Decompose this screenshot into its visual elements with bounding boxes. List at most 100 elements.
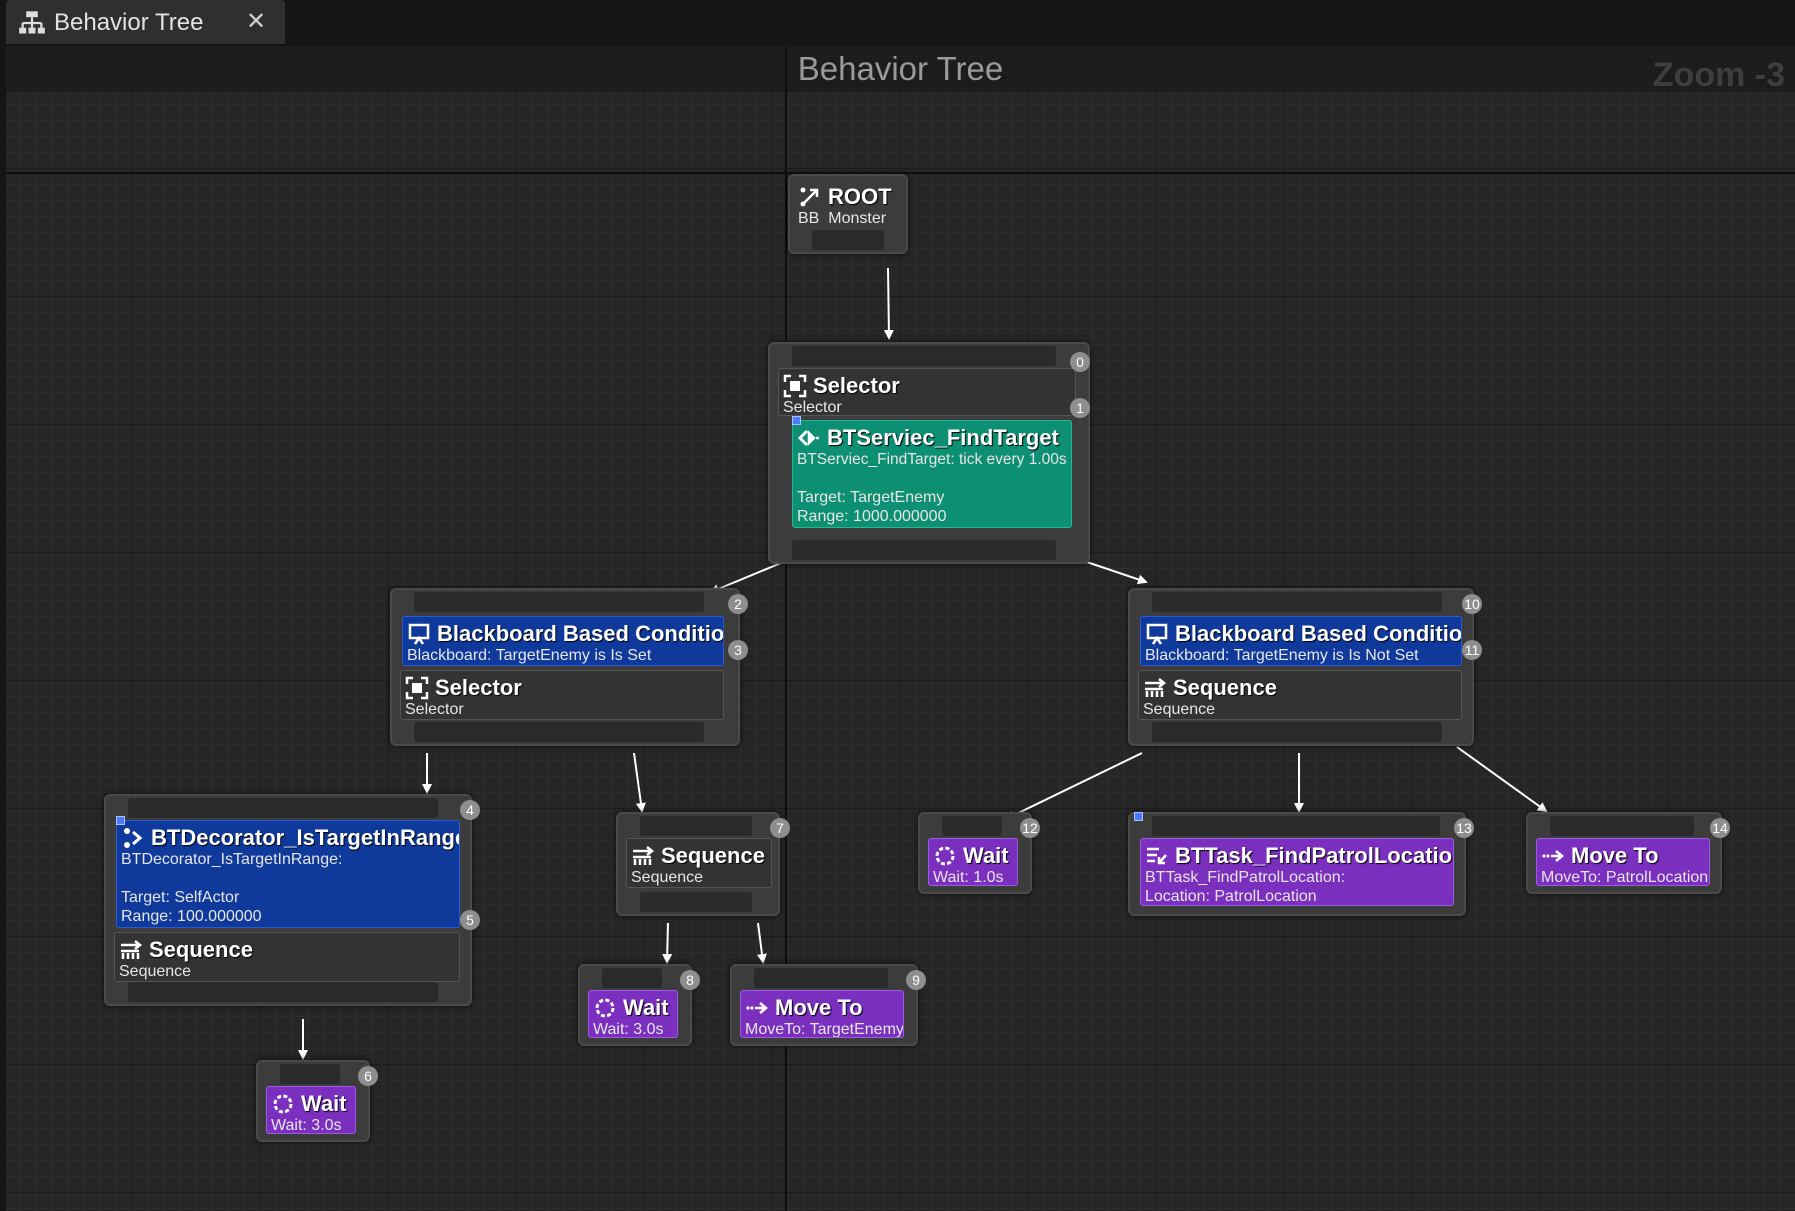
service-icon <box>797 426 821 450</box>
input-pin[interactable] <box>1152 816 1440 836</box>
breakpoint-marker <box>116 816 125 825</box>
wait-node-8[interactable]: Wait Wait: 3.0s 8 <box>578 964 700 1046</box>
decorator-icon <box>121 826 145 850</box>
sequence-mid-node[interactable]: Sequence Sequence 7 <box>616 812 790 916</box>
moveto-node-9[interactable]: Move To MoveTo: TargetEnemy 9 <box>730 964 926 1046</box>
wire-selector-bbset <box>709 562 782 594</box>
wait-node-6[interactable]: Wait Wait: 3.0s 6 <box>256 1060 378 1142</box>
node-subtitle: Wait: 1.0s <box>933 869 1004 886</box>
node-subtitle: Wait: 3.0s <box>271 1117 342 1134</box>
tab-title: Behavior Tree <box>54 9 204 36</box>
input-pin[interactable] <box>414 592 704 612</box>
input-pin[interactable] <box>128 798 438 818</box>
behavior-tree-icon <box>18 9 46 37</box>
service-range: Range: 1000.000000 <box>797 508 947 525</box>
root-node[interactable]: ROOT BB_Monster <box>788 174 908 254</box>
execution-index: 6 <box>358 1066 378 1086</box>
tab-behavior-tree[interactable]: Behavior Tree ✕ <box>6 0 285 44</box>
task-icon <box>1145 844 1169 868</box>
task-location: Location: PatrolLocation <box>1145 888 1317 905</box>
decorator-description: BTDecorator_IsTargetInRange: <box>121 851 343 868</box>
output-pin[interactable] <box>812 230 884 250</box>
moveto-icon <box>745 996 769 1020</box>
task-description: BTTask_FindPatrolLocation: <box>1145 869 1346 886</box>
output-pin[interactable] <box>640 892 752 912</box>
output-pin[interactable] <box>792 540 1056 560</box>
input-pin[interactable] <box>602 968 662 988</box>
service-find-target[interactable]: BTServiec_FindTarget BTServiec_FindTarge… <box>792 420 1072 528</box>
service-target: Target: TargetEnemy <box>797 489 945 506</box>
sequence-icon <box>1143 676 1167 700</box>
wire-right-wait12 <box>1004 752 1143 821</box>
selector-left[interactable]: Selector Selector <box>400 670 724 720</box>
output-pin[interactable] <box>128 982 438 1002</box>
node-title: Wait <box>963 843 1009 868</box>
moveto-node-14[interactable]: Move To MoveTo: PatrolLocation 14 <box>1526 812 1730 894</box>
input-pin[interactable] <box>1550 816 1694 836</box>
connection-wires <box>298 267 1548 1060</box>
find-patrol-location-node[interactable]: BTTask_FindPatrolLocation BTTask_FindPat… <box>1128 812 1474 916</box>
zoom-level: Zoom -3 <box>1652 56 1785 94</box>
execution-index: 5 <box>460 910 480 930</box>
execution-index: 8 <box>680 970 700 990</box>
breakpoint-marker <box>792 416 801 425</box>
input-pin[interactable] <box>280 1064 340 1084</box>
input-pin[interactable] <box>754 968 888 988</box>
node-title: Move To <box>775 995 863 1020</box>
selector-icon <box>783 374 807 398</box>
execution-index: 3 <box>728 640 748 660</box>
bb-condition-notset[interactable]: Blackboard Based Condition Blackboard: T… <box>1140 616 1462 666</box>
execution-index: 0 <box>1070 352 1090 372</box>
node-subtitle: MoveTo: TargetEnemy <box>745 1021 904 1038</box>
bb-condition-set-node[interactable]: Blackboard Based Condition Blackboard: T… <box>390 588 748 746</box>
decorator-in-range-node[interactable]: BTDecorator_IsTargetInRange BTDecorator_… <box>104 794 480 1006</box>
node-title: BTTask_FindPatrolLocation <box>1175 843 1454 868</box>
close-icon[interactable]: ✕ <box>246 8 267 35</box>
blackboard-icon <box>407 622 431 646</box>
selector-main-node[interactable]: Selector Selector BTServiec_FindTarget B… <box>768 342 1090 564</box>
input-pin[interactable] <box>640 816 752 836</box>
breakpoint-marker <box>1134 812 1143 821</box>
decorator-range: Range: 100.000000 <box>121 908 262 925</box>
graph-origin-horizontal <box>6 172 1795 174</box>
wait-icon <box>593 996 617 1020</box>
wait-node-12[interactable]: Wait Wait: 1.0s 12 <box>918 812 1040 894</box>
decorator-is-target-in-range[interactable]: BTDecorator_IsTargetInRange BTDecorator_… <box>116 820 460 928</box>
wait-icon <box>271 1092 295 1116</box>
graph-origin-vertical <box>785 46 787 1211</box>
output-pin[interactable] <box>1152 722 1442 742</box>
execution-index: 13 <box>1454 818 1474 838</box>
execution-index: 9 <box>906 970 926 990</box>
moveto-icon <box>1541 844 1565 868</box>
wait-icon <box>933 844 957 868</box>
node-title: Wait <box>623 995 669 1020</box>
wire-seqmid-moveto9 <box>757 922 767 964</box>
input-pin[interactable] <box>1152 592 1442 612</box>
bb-condition-notset-node[interactable]: Blackboard Based Condition Blackboard: T… <box>1128 588 1482 746</box>
tab-bar: Behavior Tree ✕ <box>0 0 1795 46</box>
node-subtitle: Wait: 3.0s <box>593 1021 664 1038</box>
node-title: Sequence <box>661 843 765 868</box>
sequence-in-range[interactable]: Sequence Sequence <box>114 932 460 982</box>
input-pin[interactable] <box>792 346 1056 366</box>
node-title: Blackboard Based Condition <box>1175 621 1462 646</box>
wire-left-sequence <box>633 752 646 813</box>
input-pin[interactable] <box>942 816 1002 836</box>
node-subtitle: MoveTo: PatrolLocation <box>1541 869 1709 886</box>
node-subtitle: Sequence <box>1143 701 1216 718</box>
output-pin[interactable] <box>414 722 704 742</box>
service-description: BTServiec_FindTarget: tick every 1.00s <box>797 451 1067 468</box>
node-title: Sequence <box>1173 675 1277 700</box>
node-subtitle: Blackboard: TargetEnemy is Is Set <box>407 647 652 664</box>
graph-canvas[interactable]: Behavior Tree Zoom -3 ROOT BB_Monster <box>6 46 1795 1211</box>
sequence-right[interactable]: Sequence Sequence <box>1138 670 1462 720</box>
execution-index: 7 <box>770 818 790 838</box>
sequence-icon <box>119 938 143 962</box>
wire-seqmid-wait8 <box>662 922 673 964</box>
bb-condition-set[interactable]: Blackboard Based Condition Blackboard: T… <box>402 616 724 666</box>
node-subtitle: Blackboard: TargetEnemy is Is Not Set <box>1145 647 1419 664</box>
execution-index: 14 <box>1710 818 1730 838</box>
execution-index: 2 <box>728 594 748 614</box>
blackboard-icon <box>1145 622 1169 646</box>
node-title: Selector <box>435 675 522 700</box>
